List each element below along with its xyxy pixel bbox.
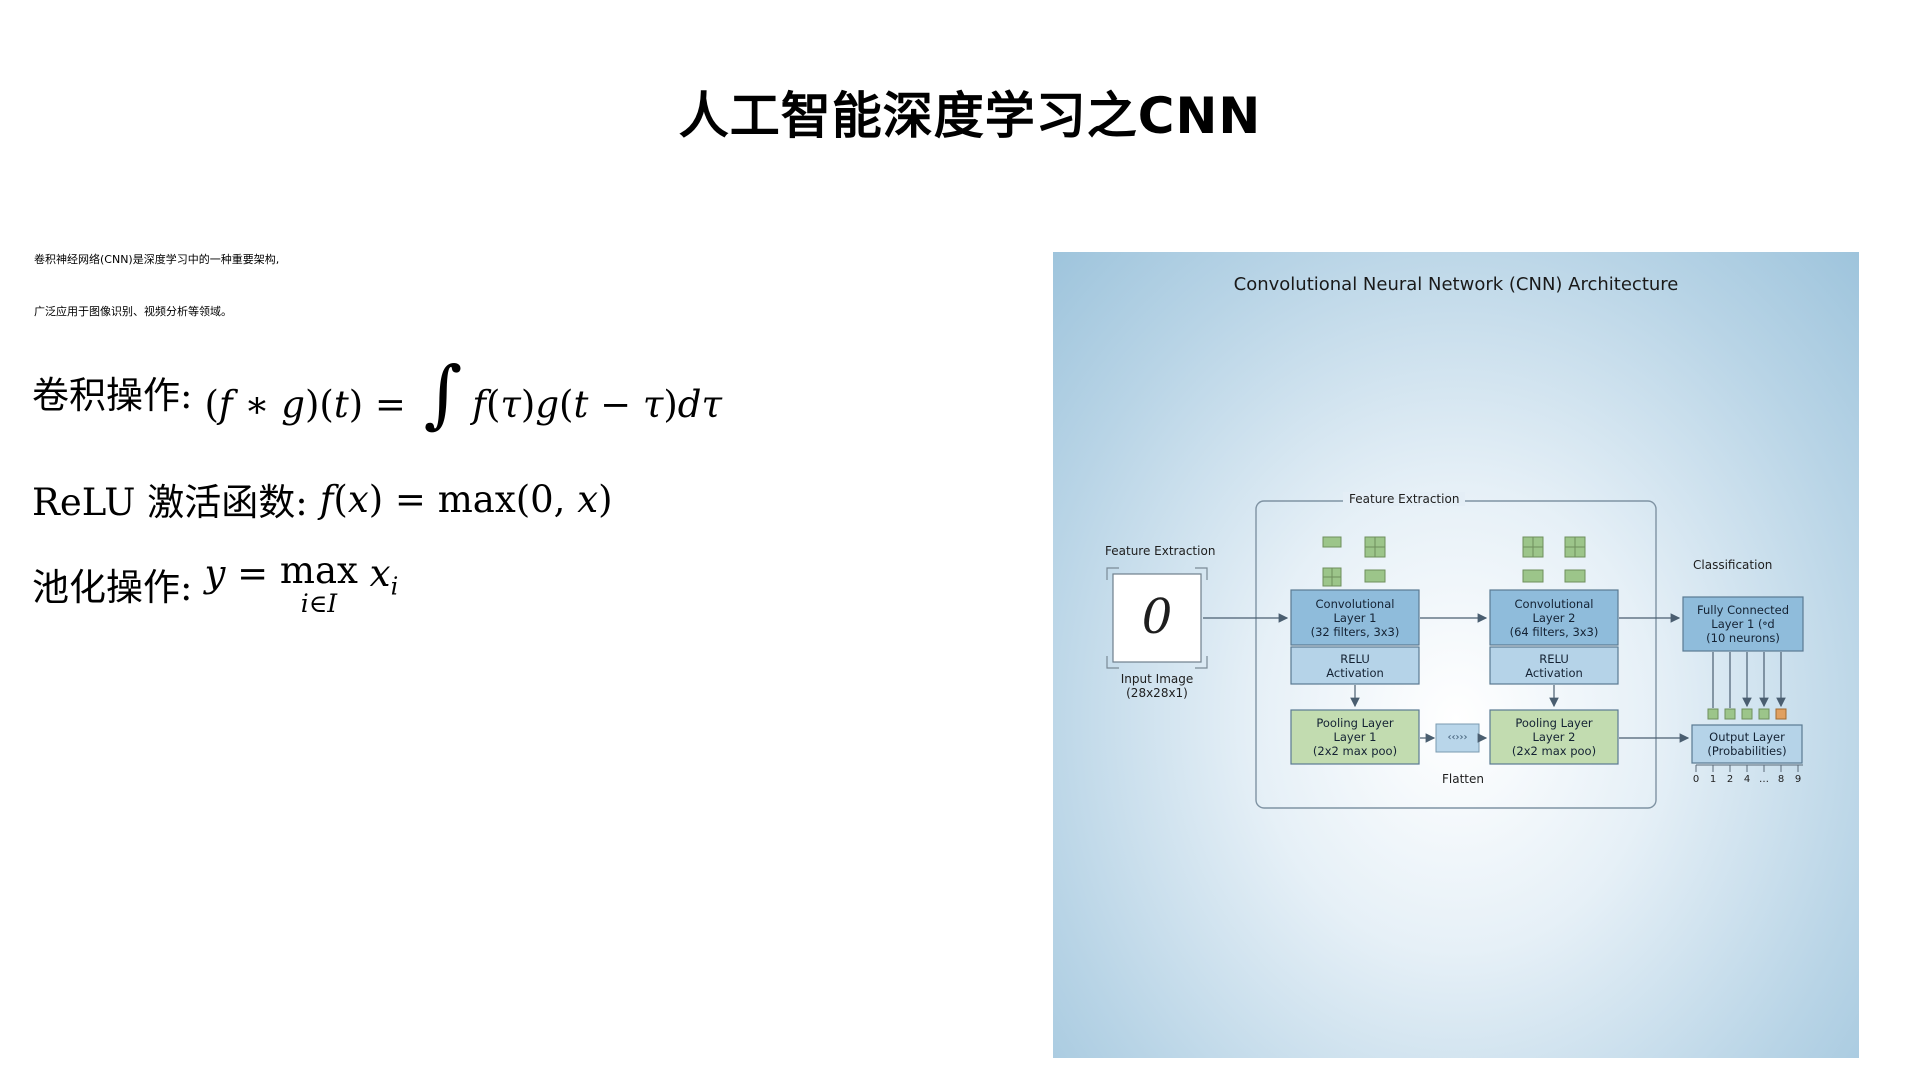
diagram-title: Convolutional Neural Network (CNN) Archi… (1233, 274, 1679, 295)
relu-1-box (1290, 646, 1420, 685)
pool-layer-1-line-1: Pooling Layer (1316, 716, 1394, 730)
relu-formula-expression: f(x) = max(0, x) (319, 477, 613, 521)
output-neurons (1707, 708, 1787, 720)
output-tick-label: 8 (1777, 774, 1785, 785)
conv-layer-2-line-3: (64 filters, 3x3) (1509, 624, 1599, 639)
input-image-corner-marks (1106, 567, 1208, 669)
fully-connected-line-2: Layer 1 (॰d (1711, 617, 1775, 631)
output-tick-label: 9 (1794, 774, 1802, 785)
output-layer-line-1: Output Layer (1709, 730, 1785, 744)
relu-1-line-1: RELU (1340, 651, 1370, 666)
filter-squares (1322, 536, 1586, 587)
pool-layer-1-line-3: (2x2 max poo) (1312, 744, 1398, 758)
output-tick-label: 1 (1709, 774, 1717, 785)
output-layer-line-2: (Probabilities) (1707, 744, 1787, 758)
classification-label: Classification (1693, 558, 1773, 572)
relu-2-box (1489, 646, 1619, 685)
relu-formula: ReLU 激活函数: f(x) = max(0, x) (32, 472, 613, 526)
feature-extraction-group-label: Feature Extraction (1343, 492, 1466, 506)
pool-layer-2-line-2: Layer 2 (1532, 730, 1576, 744)
pool-layer-2-line-3: (2x2 max poo) (1511, 744, 1597, 758)
pool-layer-1-line-2: Layer 1 (1333, 730, 1377, 744)
input-image-label: Input Image (28x28x1) (1103, 672, 1211, 700)
pool-layer-1-text: Pooling Layer Layer 1 (2x2 max poo) (1291, 710, 1419, 764)
fully-connected-text: Fully Connected Layer 1 (॰d (10 neurons) (1683, 597, 1803, 651)
intro-text-line-2: 广泛应用于图像识别、视频分析等领域。 (34, 305, 232, 318)
convolution-formula: 卷积操作: (f ∗ g)(t) = ∫f(τ)g(t − τ)dτ (32, 351, 722, 437)
input-digit: 0 (1141, 589, 1173, 645)
conv-layer-1-line-3: (32 filters, 3x3) (1310, 624, 1400, 639)
conv-layer-1-line-1: Convolutional (1315, 596, 1395, 611)
page-title: 人工智能深度学习之CNN (678, 87, 1262, 145)
relu-2-line-2: Activation (1525, 665, 1583, 680)
conv-layer-1-box (1290, 589, 1420, 646)
output-tick-label: 4 (1743, 774, 1751, 785)
flow-arrows (1203, 613, 1786, 743)
relu-2-line-1: RELU (1539, 651, 1569, 666)
conv-layer-1-line-2: Layer 1 (1333, 610, 1377, 625)
fully-connected-line-1: Fully Connected (1696, 603, 1790, 617)
convolution-formula-label: 卷积操作: (32, 374, 193, 417)
pool-layer-2-line-1: Pooling Layer (1515, 716, 1593, 730)
relu-1-line-2: Activation (1326, 665, 1384, 680)
input-section-label: Feature Extraction (1105, 544, 1216, 558)
conv-layer-1-text: Convolutional Layer 1 (32 filters, 3x3) (1291, 590, 1419, 645)
intro-text-line-1: 卷积神经网络(CNN)是深度学习中的一种重要架构, (34, 253, 280, 266)
relu-2-text: RELU Activation (1490, 647, 1618, 684)
input-image-label-line-2: (28x28x1) (1126, 686, 1188, 700)
conv-layer-2-box (1489, 589, 1619, 646)
convolution-formula-expression: (f ∗ g)(t) = ∫f(τ)g(t − τ)dτ (204, 351, 722, 437)
relu-1-text: RELU Activation (1291, 647, 1419, 684)
fully-connected-line-3: (10 neurons) (1706, 631, 1780, 645)
pool-layer-2-box (1489, 709, 1619, 765)
relu-formula-label: ReLU 激活函数: (32, 481, 308, 524)
output-tick-label: 0 (1692, 774, 1700, 785)
flatten-symbol: ‹‹››› (1447, 732, 1468, 743)
flatten-label: Flatten (1442, 772, 1484, 786)
output-layer-text: Output Layer (Probabilities) (1692, 725, 1802, 763)
diagram-graphics (1106, 500, 1804, 809)
fully-connected-box (1682, 596, 1804, 652)
input-image-box (1112, 573, 1202, 663)
input-image-label-line-1: Input Image (1120, 672, 1194, 686)
conv-layer-2-line-1: Convolutional (1514, 596, 1594, 611)
pool-layer-2-text: Pooling Layer Layer 2 (2x2 max poo) (1490, 710, 1618, 764)
pooling-formula-label: 池化操作: (32, 566, 193, 609)
output-tick-label: … (1759, 774, 1769, 785)
output-axis (1695, 764, 1803, 772)
conv-layer-2-text: Convolutional Layer 2 (64 filters, 3x3) (1490, 590, 1618, 645)
conv-layer-2-line-2: Layer 2 (1532, 610, 1576, 625)
output-layer-box (1691, 724, 1803, 764)
cnn-architecture-diagram: Convolutional Neural Network (CNN) Archi… (1053, 252, 1859, 1058)
pool-layer-1-box (1290, 709, 1420, 765)
output-tick-label: 2 (1726, 774, 1734, 785)
